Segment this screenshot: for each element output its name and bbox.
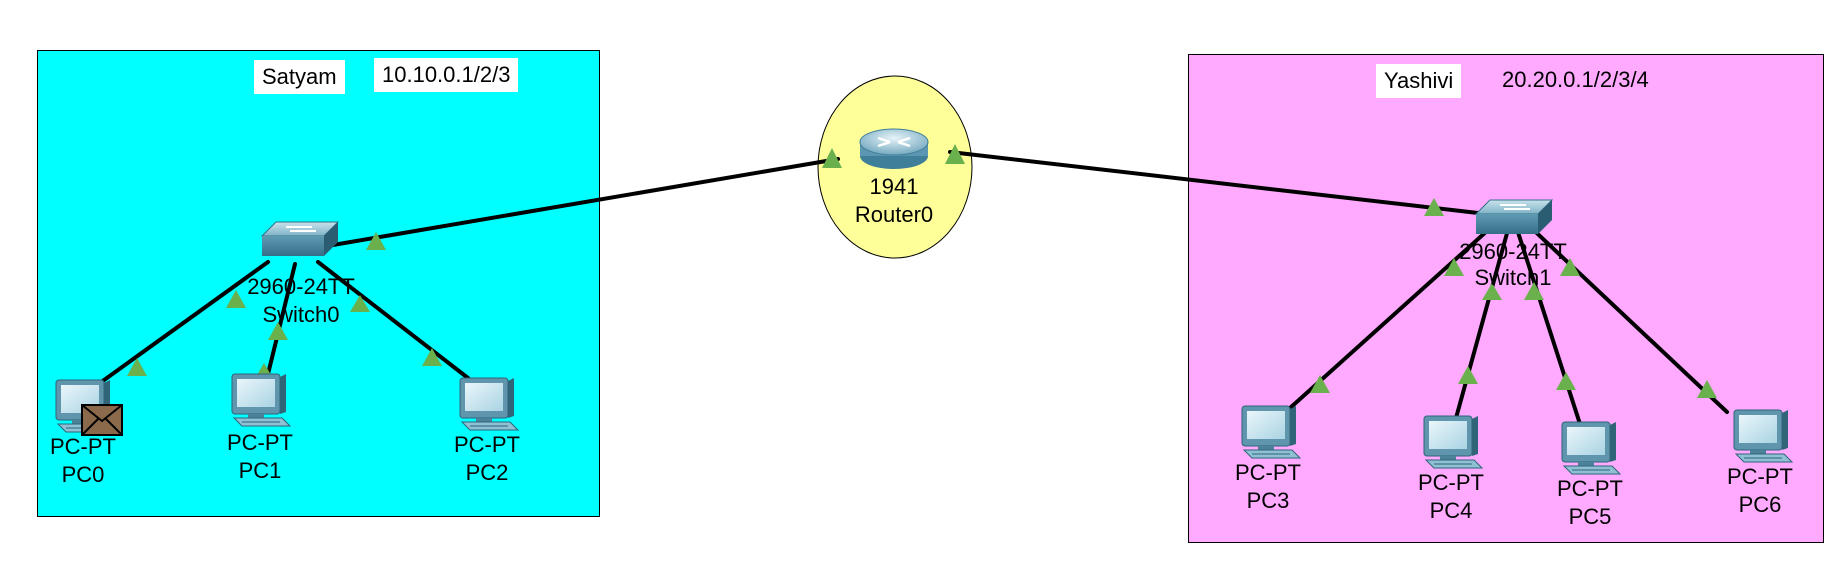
link-up-indicator xyxy=(945,144,965,164)
zone-yashivi-network[interactable]: 20.20.0.1/2/3/4 xyxy=(1502,67,1649,92)
link-up-indicator xyxy=(226,290,246,308)
pc6-type-label: PC-PT xyxy=(1727,464,1793,489)
link-switch0-pc1[interactable] xyxy=(266,262,297,376)
link-up-indicator xyxy=(422,348,442,366)
pc1-type-label: PC-PT xyxy=(227,430,293,455)
link-up-indicator xyxy=(1697,380,1717,398)
link-switch1-pc6[interactable] xyxy=(1523,220,1729,414)
links xyxy=(91,150,1729,426)
link-up-indicator xyxy=(1560,258,1580,276)
zone-yashivi[interactable] xyxy=(1188,54,1824,543)
switch1-model-label: 2960-24TT xyxy=(1459,239,1567,264)
router-model-label: 1941 xyxy=(869,174,919,199)
pc5-type-label: PC-PT xyxy=(1557,476,1623,501)
link-up-indicator xyxy=(1458,366,1478,384)
switch-icon[interactable] xyxy=(1474,199,1554,234)
link-up-indicator xyxy=(822,148,842,168)
pc0-name-label: PC0 xyxy=(61,462,105,487)
zone-yashivi-name[interactable]: Yashivi xyxy=(1376,64,1462,98)
link-switch1-pc3[interactable] xyxy=(1288,220,1499,410)
link-up-indicator xyxy=(366,232,386,250)
link-up-indicator xyxy=(1424,198,1444,216)
pc4-type-label: PC-PT xyxy=(1418,470,1484,495)
pc-icon[interactable] xyxy=(1423,415,1484,469)
envelope-icon[interactable] xyxy=(81,404,123,436)
pc3-name-label: PC3 xyxy=(1246,488,1290,513)
pc-icon[interactable] xyxy=(231,373,292,427)
link-up-indicator xyxy=(1310,375,1330,393)
pc5-name-label: PC5 xyxy=(1568,504,1612,529)
pc3-type-label: PC-PT xyxy=(1235,460,1301,485)
router-name-label: Router0 xyxy=(854,202,934,227)
zone-satyam-network[interactable]: 10.10.0.1/2/3 xyxy=(374,58,519,92)
link-switch0-pc2[interactable] xyxy=(316,260,470,380)
link-up-indicator xyxy=(350,295,370,312)
switch0-name-label: Switch0 xyxy=(262,302,340,327)
switch0-model-label: 2960-24TT xyxy=(247,274,355,299)
link-up-indicator xyxy=(1556,372,1576,390)
link-up-indicator xyxy=(1482,283,1502,300)
pc-icon[interactable] xyxy=(1733,409,1794,463)
pc2-type-label: PC-PT xyxy=(454,432,520,457)
pc-icons xyxy=(55,373,1794,475)
link-switch1-pc5[interactable] xyxy=(1514,224,1582,426)
link-up-indicator xyxy=(268,322,288,340)
link-switch0-pc0[interactable] xyxy=(91,260,270,390)
zone-satyam[interactable] xyxy=(37,50,600,517)
link-up-indicator xyxy=(127,358,147,376)
switch1-name-label: Switch1 xyxy=(1474,265,1552,290)
pc0-type-label: PC-PT xyxy=(50,434,116,459)
link-up-indicator xyxy=(1524,282,1544,300)
link-switch1-pc4[interactable] xyxy=(1454,224,1511,420)
pc4-name-label: PC4 xyxy=(1429,498,1473,523)
switch-icon[interactable] xyxy=(260,221,340,256)
router-icon[interactable] xyxy=(859,128,929,169)
pc1-name-label: PC1 xyxy=(238,458,282,483)
link-router0-switch1[interactable] xyxy=(948,150,1480,215)
pc2-name-label: PC2 xyxy=(465,460,509,485)
zone-satyam-name[interactable]: Satyam xyxy=(254,60,345,94)
pc-icon[interactable] xyxy=(1241,405,1302,459)
link-router0-switch0[interactable] xyxy=(325,157,840,248)
pc-icon[interactable] xyxy=(459,377,520,431)
link-up-indicator xyxy=(1444,258,1464,276)
pc-icon[interactable] xyxy=(1561,421,1622,475)
pc6-name-label: PC6 xyxy=(1738,492,1782,517)
